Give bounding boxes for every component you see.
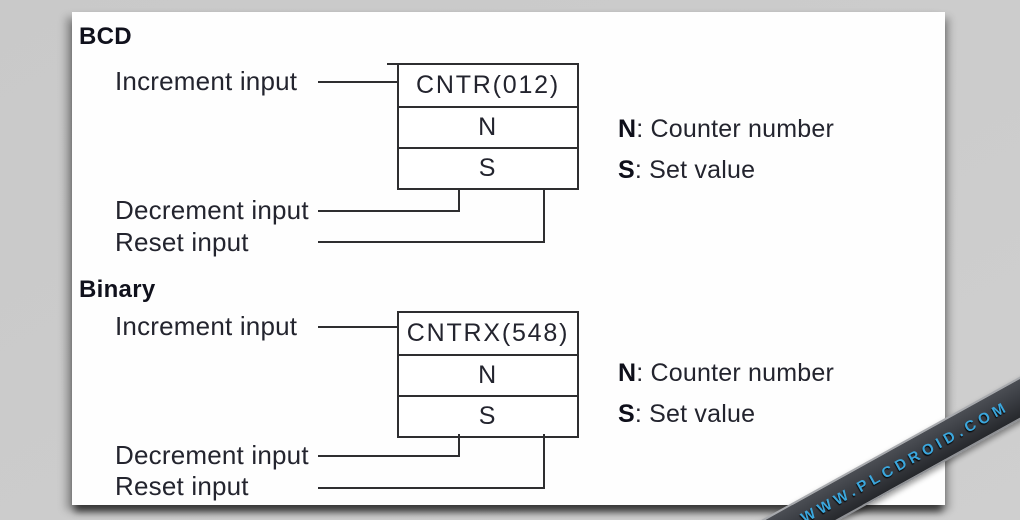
increment-input-label: Increment input [115,311,298,341]
legend-s: S: Set value [618,157,755,184]
legend-s-term: S [618,400,635,428]
block-operand-n: N [399,354,577,395]
legend-n-desc: : Counter number [636,359,835,387]
legend-s-desc: : Set value [634,156,756,184]
section-heading-binary: Binary [79,276,156,303]
decrement-wire [318,210,460,212]
legend-n-term: N [618,115,637,143]
section-heading-bcd: BCD [79,23,132,50]
decrement-input-label: Decrement input [115,440,309,470]
increment-input-label: Increment input [115,66,298,96]
reset-wire-vertical [543,188,545,243]
decrement-input-label: Decrement input [115,195,309,225]
block-operand-s: S [399,147,577,188]
increment-wire [318,326,399,328]
document-page: BCD Increment input CNTR(012) N S Decrem… [72,12,945,505]
block-title: CNTR(012) [416,71,560,99]
instruction-block-cntr: CNTR(012) N S [397,63,579,190]
reset-wire-vertical [543,434,545,489]
reset-wire [318,241,545,243]
block-operand-n: N [399,106,577,147]
instruction-block-cntrx: CNTRX(548) N S [397,311,579,438]
block-top-overhang-line [387,63,401,65]
legend-n-desc: : Counter number [636,115,835,143]
block-title: CNTRX(548) [406,319,570,347]
legend-s-desc: : Set value [634,400,756,428]
decrement-wire-vertical [458,188,460,212]
legend-n: N: Counter number [618,116,834,143]
decrement-wire-vertical [458,434,460,457]
block-operand-s: S [399,395,577,436]
reset-input-label: Reset input [115,471,249,501]
reset-input-label: Reset input [115,227,249,257]
legend-s-term: S [618,156,635,184]
legend-s: S: Set value [618,401,755,428]
legend-n-term: N [618,359,637,387]
decrement-wire [318,455,460,457]
reset-wire [318,487,545,489]
legend-n: N: Counter number [618,360,834,387]
increment-wire [318,81,399,83]
